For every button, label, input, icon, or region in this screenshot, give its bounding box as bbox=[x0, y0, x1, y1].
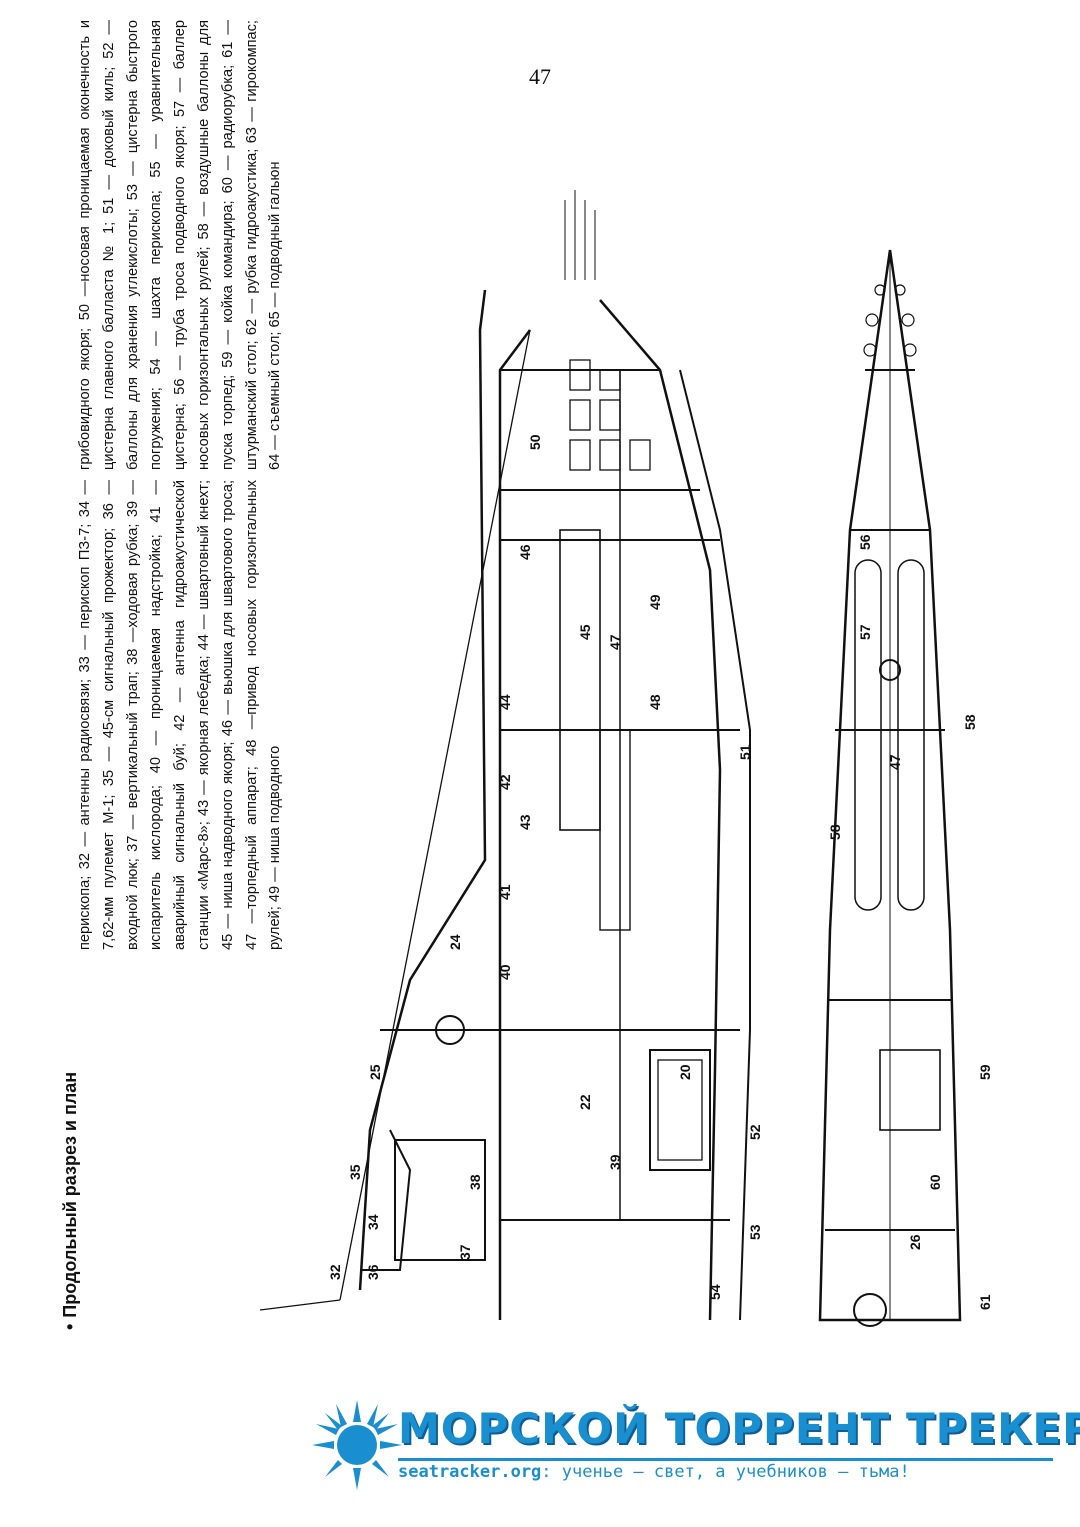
callout-25: 25 bbox=[367, 1064, 383, 1080]
watermark-slogan: : ученье — свет, а учебников — тьма! bbox=[541, 1462, 910, 1482]
callout-47: 47 bbox=[607, 634, 623, 650]
callout-58-upper: 58 bbox=[827, 824, 843, 840]
rotated-figure-page: Продольный разрез и план перископа; 32 —… bbox=[60, 20, 1020, 1330]
page-number: 47 bbox=[529, 64, 551, 89]
callout-51: 51 bbox=[737, 744, 753, 760]
callout-20: 20 bbox=[677, 1064, 693, 1080]
callout-41: 41 bbox=[497, 884, 513, 900]
callout-22: 22 bbox=[577, 1094, 593, 1110]
callout-35: 35 bbox=[347, 1164, 363, 1180]
watermark-site[interactable]: seatracker.org bbox=[398, 1462, 542, 1482]
callout-50: 50 bbox=[527, 434, 543, 450]
watermark-divider bbox=[398, 1458, 1053, 1461]
callout-52: 52 bbox=[747, 1124, 763, 1140]
callout-45: 45 bbox=[577, 624, 593, 640]
submarine-drawing: 32 35 34 36 37 38 25 22 39 20 24 40 41 4… bbox=[259, 190, 993, 1327]
callout-61: 61 bbox=[977, 1294, 993, 1310]
callout-43: 43 bbox=[517, 814, 533, 830]
callout-24: 24 bbox=[447, 934, 463, 950]
callout-46: 46 bbox=[517, 544, 533, 560]
callout-40: 40 bbox=[497, 964, 513, 980]
callout-36: 36 bbox=[365, 1264, 381, 1280]
callout-37: 37 bbox=[457, 1244, 473, 1260]
callout-49: 49 bbox=[647, 594, 663, 610]
callout-58-lower: 58 bbox=[962, 714, 978, 730]
callout-48: 48 bbox=[647, 694, 663, 710]
profile-section bbox=[259, 190, 751, 1321]
callout-53: 53 bbox=[747, 1224, 763, 1240]
callout-26: 26 bbox=[907, 1234, 923, 1250]
callout-57: 57 bbox=[857, 624, 873, 640]
callout-39: 39 bbox=[607, 1154, 623, 1170]
watermark-sun-logo bbox=[312, 1400, 402, 1490]
callout-32: 32 bbox=[327, 1264, 343, 1280]
callout-34: 34 bbox=[365, 1214, 381, 1230]
callout-60: 60 bbox=[927, 1174, 943, 1190]
callout-47-plan: 47 bbox=[887, 754, 903, 770]
callout-56: 56 bbox=[857, 534, 873, 550]
watermark-brand: МОРСКОЙ ТОРРЕНТ ТРЕКЕР bbox=[398, 1404, 1080, 1453]
callout-59: 59 bbox=[977, 1064, 993, 1080]
callout-38: 38 bbox=[467, 1174, 483, 1190]
callout-42: 42 bbox=[497, 774, 513, 790]
callout-54: 54 bbox=[707, 1284, 723, 1300]
watermark-tagline: seatracker.org: ученье — свет, а учебник… bbox=[398, 1462, 910, 1482]
callout-44: 44 bbox=[497, 694, 513, 710]
plan-view bbox=[818, 249, 962, 1327]
